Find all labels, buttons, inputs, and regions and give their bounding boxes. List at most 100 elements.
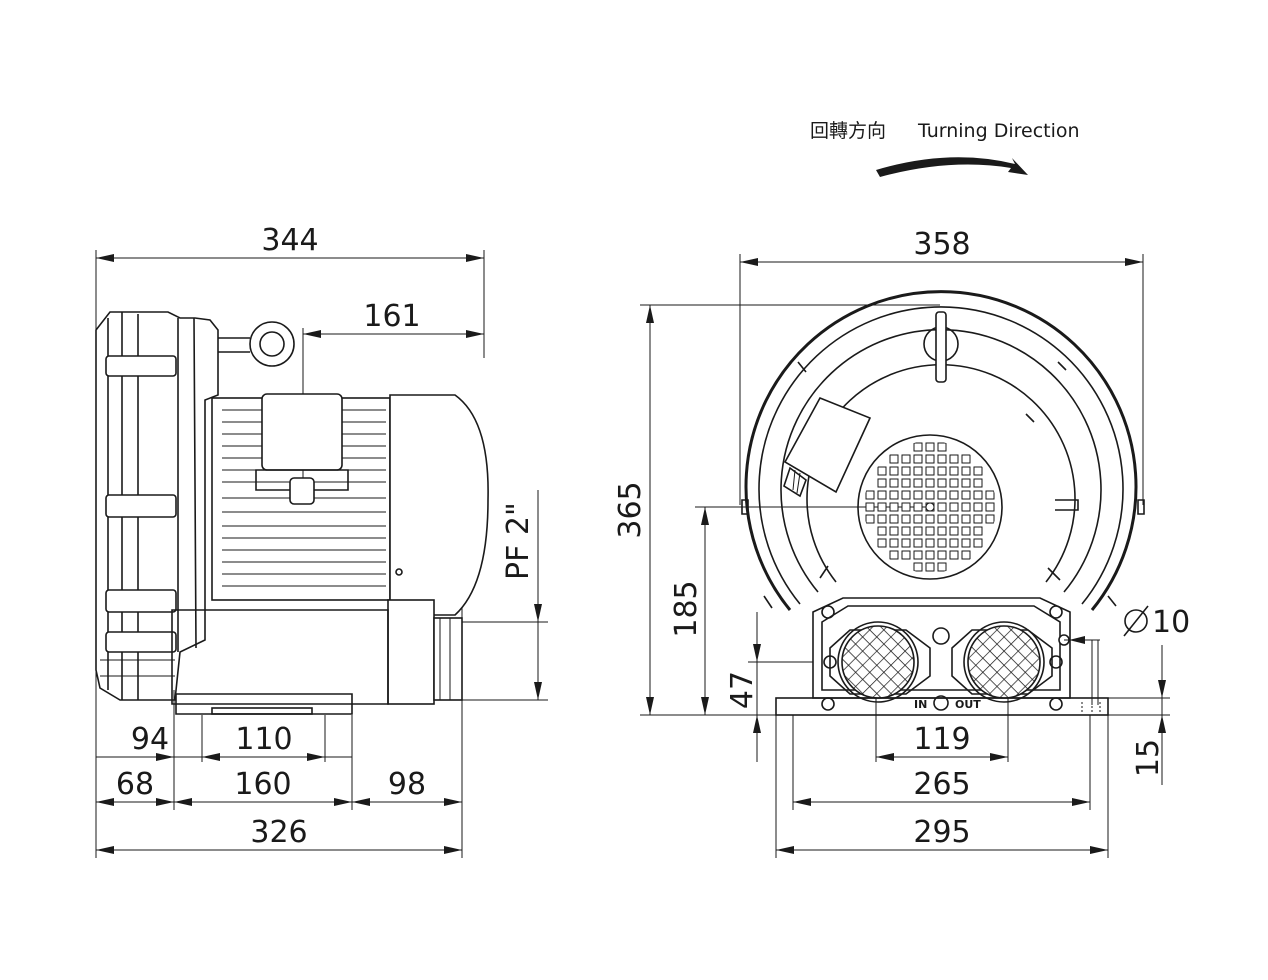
rotor-cell [937,490,947,500]
rotor-cell [985,514,995,524]
rotor-cell [949,514,959,524]
rotor-cell [865,490,875,500]
rotor-cell [973,490,983,500]
rotor-cell [961,478,971,488]
rotor-cell [901,478,911,488]
rotor-cell [961,490,971,500]
rotor-cell [937,502,947,512]
rotor-cell [913,538,923,548]
dim-base-thickness: 15 [1131,739,1166,777]
rotor-cell [889,526,899,536]
rotor-cell [925,478,935,488]
turning-direction: 回轉方向 Turning Direction [810,120,1080,177]
dim-port-height: 47 [725,671,760,709]
rotor-cell [901,466,911,476]
dim-height: 365 [613,481,648,538]
dim-port-spacing: 119 [913,722,970,757]
rotor-cell [937,478,947,488]
rotor-cell [889,502,899,512]
rotor-cell [889,538,899,548]
dim-base-total: 326 [250,815,307,850]
rotor-cell [925,538,935,548]
rotor-cell [973,466,983,476]
rotor-cell [877,490,887,500]
rotor-cell [925,526,935,536]
dim-mount-b: 110 [235,722,292,757]
rotor-cell [961,538,971,548]
rotor-cell [913,442,923,452]
rotor-cell [913,490,923,500]
rotor-cell [949,550,959,560]
rotor-cell [901,538,911,548]
turning-direction-chinese: 回轉方向 [810,120,886,142]
rotor-cell [913,562,923,572]
rotor-cell [985,502,995,512]
rotor-cell [913,502,923,512]
rotor-cell [889,550,899,560]
rotor-cell [889,454,899,464]
dim-pipe-size: PF 2" [501,502,536,580]
rotor-cell [877,538,887,548]
rotor-cell [889,490,899,500]
rotor-cell [949,502,959,512]
inlet-port [829,621,931,703]
rotor-cell [961,466,971,476]
rotor-cell [949,466,959,476]
rotor-cell [937,442,947,452]
rotor-cell [937,562,947,572]
rotor-cell [925,466,935,476]
rotor-cell [901,502,911,512]
port-label-in: IN [914,698,927,711]
rotor-cell [937,526,947,536]
rotor-cell [901,514,911,524]
dim-width: 358 [913,227,970,262]
dim-base-width: 295 [913,815,970,850]
rotor-cell [949,478,959,488]
port-label-out: OUT [955,698,981,711]
rotor-cell [985,490,995,500]
rotor-cell [913,550,923,560]
dim-center-height: 185 [669,580,704,637]
rotor-cell [889,478,899,488]
rotor-cell [973,502,983,512]
rotor-cell [961,550,971,560]
rotor-cell [937,550,947,560]
rotor-cell [937,466,947,476]
dim-base-c: 98 [388,767,426,802]
rotor-grid [865,442,995,572]
dim-base-a: 68 [116,767,154,802]
rotor-cell [913,526,923,536]
rotor-cell [937,514,947,524]
diameter-symbol-icon [1123,605,1149,637]
dim-motor-offset: 161 [363,299,420,334]
rotor-cell [961,454,971,464]
rotor-cell [949,454,959,464]
dim-base-b: 160 [234,767,291,802]
rotor-cell [949,538,959,548]
rotor-cell [877,466,887,476]
rotor-cell [973,526,983,536]
rotor-cell [901,526,911,536]
rotor-cell [889,466,899,476]
dim-hole-diameter: 10 [1152,605,1190,640]
dim-hole-spacing: 265 [913,767,970,802]
rotor-cell [865,514,875,524]
rotor-cell [949,526,959,536]
rotor-cell [973,514,983,524]
rotor-cell [901,550,911,560]
rotor-cell [901,454,911,464]
rotor-cell [889,514,899,524]
rotor-cell [913,466,923,476]
outlet-port [951,621,1053,703]
rotor-cell [925,454,935,464]
rotor-cell [961,514,971,524]
rotor-cell [925,442,935,452]
rotor-cell [877,526,887,536]
rotor-cell [877,514,887,524]
rotor-cell [913,454,923,464]
rotor-cell [973,478,983,488]
rotor-cell [877,478,887,488]
rotor-cell [865,502,875,512]
rotor-cell [913,514,923,524]
rotor-cell [901,490,911,500]
